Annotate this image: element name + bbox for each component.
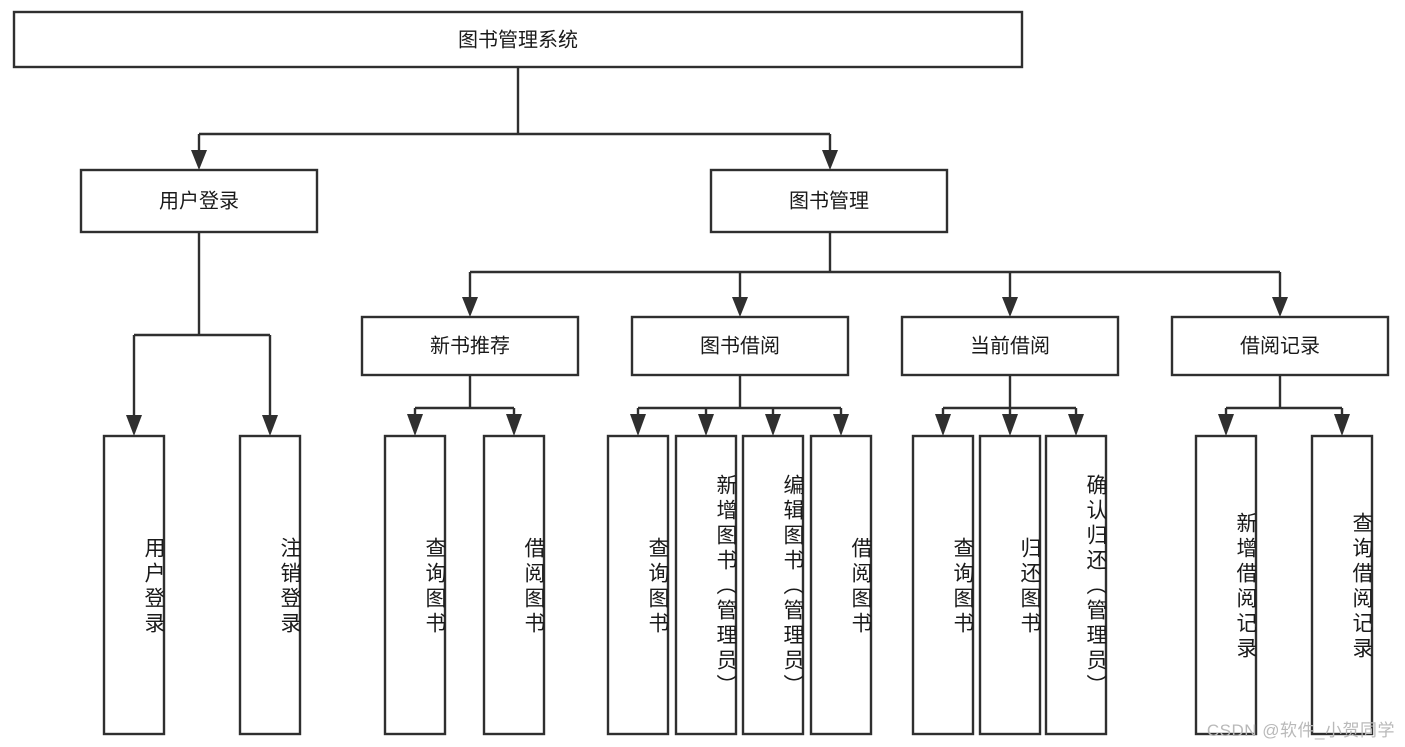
leaf-box-user-login[interactable] — [102, 434, 166, 736]
node-box-current-borrow[interactable] — [900, 315, 1120, 377]
arrow-head-current-borrow — [1002, 297, 1018, 317]
leaf-box-cb-return-book[interactable] — [978, 434, 1042, 736]
arrow-head-borrow — [732, 297, 748, 317]
connectors-bookborrow-to-leaves — [630, 375, 849, 436]
node-label-book-management: 图书管理 — [789, 189, 869, 212]
arrow-head-borrow-record — [1272, 297, 1288, 317]
node-user-login[interactable]: 用户登录 — [79, 168, 319, 234]
leaf-box-bb-edit-book[interactable] — [741, 434, 805, 736]
arrow-head-cb-return — [1002, 414, 1018, 436]
node-box-new-book-recommend[interactable] — [360, 315, 580, 377]
arrow-head-nb-borrow — [506, 414, 522, 436]
node-book-management[interactable]: 图书管理 — [709, 168, 949, 234]
leaf-box-br-add-record[interactable] — [1194, 434, 1258, 736]
node-box-root[interactable] — [12, 10, 1024, 69]
connectors-userlogin-to-leaves — [126, 232, 278, 436]
leaf-box-bb-query-book[interactable] — [606, 434, 670, 736]
node-label-current-borrow: 当前借阅 — [970, 334, 1050, 357]
arrow-head-user-login — [191, 150, 207, 170]
connectors-root-to-level2 — [191, 67, 838, 170]
node-label-new-book-recommend: 新书推荐 — [430, 334, 510, 357]
arrow-head-nb-query — [407, 414, 423, 436]
arrow-head-cb-query — [935, 414, 951, 436]
node-label-root: 图书管理系统 — [458, 28, 578, 51]
connectors-borrowrecord-to-leaves — [1218, 375, 1350, 436]
leaf-box-nb-query-book[interactable] — [383, 434, 447, 736]
node-label-book-borrow: 图书借阅 — [700, 334, 780, 357]
node-box-book-borrow[interactable] — [630, 315, 850, 377]
leaf-box-bb-add-book[interactable] — [674, 434, 738, 736]
leaf-boxes-group — [102, 434, 1374, 736]
connectors-bookmgmt-to-level3 — [462, 232, 1288, 317]
arrow-head-br-query — [1334, 414, 1350, 436]
arrow-head-bb-edit — [765, 414, 781, 436]
node-current-borrow[interactable]: 当前借阅 — [900, 315, 1120, 377]
arrow-head-bb-query — [630, 414, 646, 436]
leaf-box-cb-confirm-return[interactable] — [1044, 434, 1108, 736]
leaf-box-nb-borrow-book[interactable] — [482, 434, 546, 736]
node-borrow-record[interactable]: 借阅记录 — [1170, 315, 1390, 377]
arrow-head-bb-add — [698, 414, 714, 436]
node-box-book-management[interactable] — [709, 168, 949, 234]
node-box-borrow-record[interactable] — [1170, 315, 1390, 377]
csdn-watermark: CSDN @软件_小贺同学 — [1206, 721, 1395, 740]
arrow-head-br-add — [1218, 414, 1234, 436]
arrow-head-book-mgmt — [822, 150, 838, 170]
arrow-head-leaf-user-login — [126, 415, 142, 436]
node-new-book-recommend[interactable]: 新书推荐 — [360, 315, 580, 377]
arrow-head-bb-borrow — [833, 414, 849, 436]
connectors-newbook-to-leaves — [407, 375, 522, 436]
arrow-head-cb-confirm — [1068, 414, 1084, 436]
node-book-borrow[interactable]: 图书借阅 — [630, 315, 850, 377]
leaf-box-bb-borrow-book[interactable] — [809, 434, 873, 736]
node-label-user-login: 用户登录 — [159, 189, 239, 212]
node-root-system[interactable]: 图书管理系统 — [12, 10, 1024, 69]
leaf-box-br-query-record[interactable] — [1310, 434, 1374, 736]
arrow-head-leaf-logout — [262, 415, 278, 436]
leaf-box-cb-query-book[interactable] — [911, 434, 975, 736]
connectors-currentborrow-to-leaves — [935, 375, 1084, 436]
node-box-user-login[interactable] — [79, 168, 319, 234]
leaf-box-logout[interactable] — [238, 434, 302, 736]
node-label-borrow-record: 借阅记录 — [1240, 334, 1320, 357]
arrow-head-new-book — [462, 297, 478, 317]
